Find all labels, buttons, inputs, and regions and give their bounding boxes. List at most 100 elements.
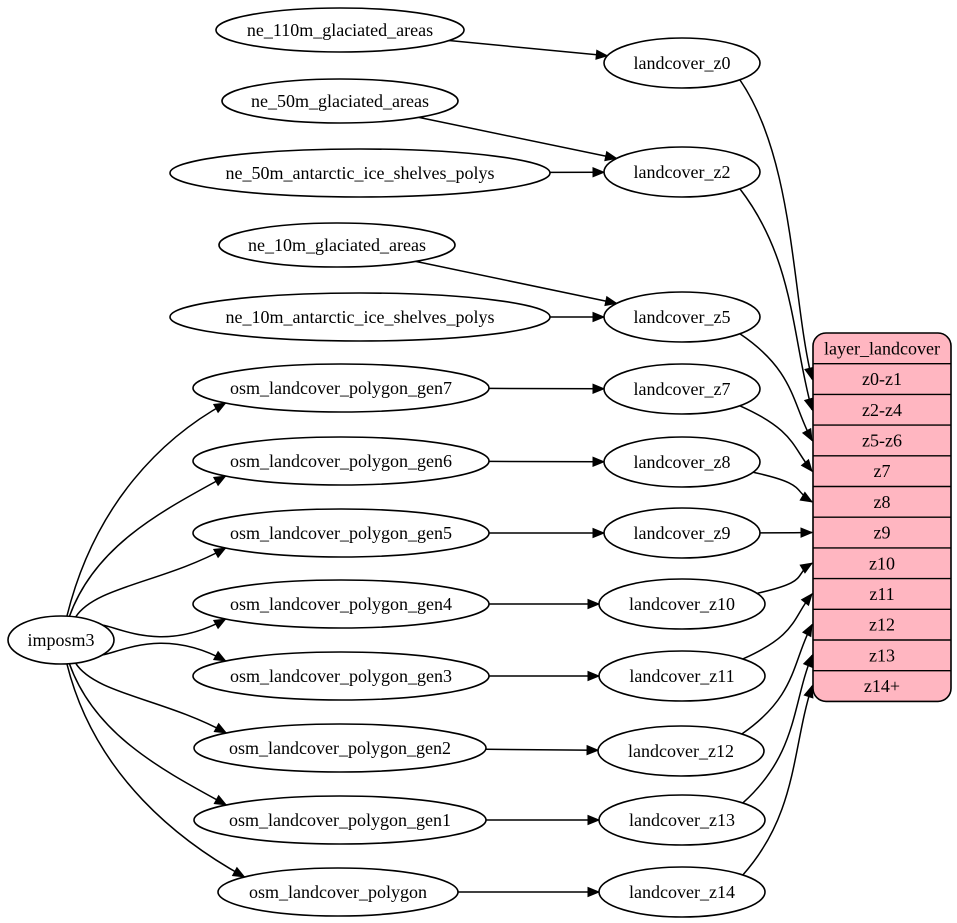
record-row-z9: z9 bbox=[874, 523, 891, 543]
node-landcover_z0: landcover_z0 bbox=[603, 37, 761, 89]
landcover_z13-shape bbox=[598, 794, 766, 846]
landcover_z7-shape bbox=[603, 363, 761, 415]
osm_landcover_polygon_gen7-shape bbox=[192, 363, 490, 413]
record-layer_landcover: layer_landcoverz0-z1z2-z4z5-z6z7z8z9z10z… bbox=[812, 332, 952, 703]
node-osm_landcover_polygon_gen1: osm_landcover_polygon_gen1 bbox=[193, 795, 487, 845]
node-label-landcover_z13: landcover_z13 bbox=[629, 810, 735, 830]
edge-landcover_z9-to-layer_landcover-z9-arrowhead bbox=[800, 527, 814, 538]
edge-landcover_z5-to-layer_landcover-z5-z6 bbox=[739, 333, 813, 441]
node-landcover_z11: landcover_z11 bbox=[598, 650, 766, 702]
edge-ne_10m_glaciated_areas-to-landcover_z5-arrowhead bbox=[604, 295, 618, 307]
record-row-z8: z8 bbox=[874, 492, 891, 512]
edge-landcover_z8-to-layer_landcover-z8-arrowhead bbox=[799, 491, 814, 503]
record-row-z2-z4: z2-z4 bbox=[862, 400, 902, 420]
osm_landcover_polygon_gen3-shape bbox=[192, 651, 490, 701]
node-label-landcover_z9: landcover_z9 bbox=[634, 523, 731, 543]
node-ne_110m_glaciated_areas: ne_110m_glaciated_areas bbox=[215, 7, 465, 53]
edge-landcover_z2-to-layer_landcover-z2-z4 bbox=[739, 188, 813, 410]
node-label-ne_50m_glaciated_areas: ne_50m_glaciated_areas bbox=[251, 91, 429, 111]
edge-imposm3-to-osm_landcover_polygon_gen6-arrowhead bbox=[212, 475, 227, 487]
node-osm_landcover_polygon_gen6: osm_landcover_polygon_gen6 bbox=[192, 436, 490, 486]
edge-ne_50m_glaciated_areas-to-landcover_z2 bbox=[418, 116, 617, 160]
edge-ne_110m_glaciated_areas-to-landcover_z0 bbox=[448, 39, 608, 57]
record-row-z0-z1: z0-z1 bbox=[862, 369, 902, 389]
edge-imposm3-to-osm_landcover_polygon_gen7 bbox=[66, 402, 226, 617]
edge-osm_landcover_polygon_gen6-to-landcover_z8-arrowhead bbox=[592, 456, 606, 467]
node-label-landcover_z7: landcover_z7 bbox=[634, 379, 731, 399]
node-label-osm_landcover_polygon_gen4: osm_landcover_polygon_gen4 bbox=[230, 594, 452, 614]
landcover_z11-shape bbox=[598, 650, 766, 702]
osm_landcover_polygon_gen5-shape bbox=[192, 508, 490, 558]
edge-osm_landcover_polygon_gen4-to-landcover_z10-arrowhead bbox=[587, 598, 601, 610]
ne_10m_antarctic_ice_shelves_polys-shape bbox=[169, 292, 551, 342]
edge-imposm3-to-osm_landcover_polygon_gen4-arrowhead bbox=[212, 618, 227, 630]
ne_50m_antarctic_ice_shelves_polys-shape bbox=[169, 148, 551, 198]
edge-imposm3-to-osm_landcover_polygon_gen7-arrowhead bbox=[212, 402, 227, 414]
landcover_z10-shape bbox=[598, 578, 766, 630]
record-row-z11: z11 bbox=[869, 584, 894, 604]
node-osm_landcover_polygon_gen5: osm_landcover_polygon_gen5 bbox=[192, 508, 490, 558]
node-landcover_z13: landcover_z13 bbox=[598, 794, 766, 846]
osm_landcover_polygon_gen2-shape bbox=[193, 723, 487, 773]
node-label-landcover_z11: landcover_z11 bbox=[629, 666, 734, 686]
edge-landcover_z0-to-layer_landcover-z0-z1 bbox=[739, 79, 813, 380]
landcover_z5-shape bbox=[603, 291, 761, 343]
edge-imposm3-to-osm_landcover_polygon_gen6 bbox=[68, 475, 226, 617]
node-osm_landcover_polygon_gen4: osm_landcover_polygon_gen4 bbox=[192, 579, 490, 629]
node-ne_10m_antarctic_ice_shelves_polys: ne_10m_antarctic_ice_shelves_polys bbox=[169, 292, 551, 342]
edge-ne_10m_glaciated_areas-to-landcover_z5 bbox=[415, 260, 617, 305]
node-label-osm_landcover_polygon: osm_landcover_polygon bbox=[249, 882, 427, 902]
ne_50m_glaciated_areas-shape bbox=[221, 78, 459, 124]
edge-imposm3-to-osm_landcover_polygon_gen1 bbox=[68, 663, 227, 806]
record-row-z12: z12 bbox=[869, 615, 895, 635]
node-ne_50m_glaciated_areas: ne_50m_glaciated_areas bbox=[221, 78, 459, 124]
node-label-landcover_z10: landcover_z10 bbox=[629, 594, 735, 614]
edge-osm_landcover_polygon-to-landcover_z14-arrowhead bbox=[587, 886, 601, 898]
edge-ne_50m_antarctic_ice_shelves_polys-to-landcover_z2-arrowhead bbox=[592, 167, 606, 178]
imposm3-shape bbox=[7, 615, 115, 665]
node-label-landcover_z2: landcover_z2 bbox=[634, 162, 731, 182]
node-label-landcover_z8: landcover_z8 bbox=[634, 452, 731, 472]
node-label-landcover_z5: landcover_z5 bbox=[634, 307, 731, 327]
node-landcover_z14: landcover_z14 bbox=[598, 866, 766, 918]
edge-landcover_z5-to-layer_landcover-z5-z6-arrowhead bbox=[801, 427, 813, 442]
edge-imposm3-to-osm_landcover_polygon_gen2-arrowhead bbox=[213, 722, 228, 734]
node-label-osm_landcover_polygon_gen1: osm_landcover_polygon_gen1 bbox=[229, 810, 451, 830]
node-label-landcover_z0: landcover_z0 bbox=[634, 53, 731, 73]
node-landcover_z10: landcover_z10 bbox=[598, 578, 766, 630]
record-row-z10: z10 bbox=[869, 553, 895, 573]
edge-osm_landcover_polygon_gen5-to-landcover_z9-arrowhead bbox=[592, 527, 606, 539]
edge-osm_landcover_polygon_gen2-to-landcover_z12-arrowhead bbox=[586, 744, 600, 756]
edge-landcover_z2-to-layer_landcover-z2-z4-arrowhead bbox=[803, 397, 814, 412]
landcover_z12-shape bbox=[597, 725, 765, 777]
edge-landcover_z14-to-layer_landcover-z14+ bbox=[742, 685, 813, 876]
edge-osm_landcover_polygon_gen1-to-landcover_z13-arrowhead bbox=[587, 814, 601, 826]
record-row-z14+: z14+ bbox=[864, 676, 900, 696]
node-landcover_z2: landcover_z2 bbox=[603, 146, 761, 198]
edge-landcover_z11-to-layer_landcover-z11-arrowhead bbox=[800, 592, 813, 607]
edge-imposm3-to-osm_landcover_polygon_gen4 bbox=[102, 618, 226, 638]
node-osm_landcover_polygon: osm_landcover_polygon bbox=[217, 867, 459, 917]
edge-landcover_z7-to-layer_landcover-z7-arrowhead bbox=[800, 458, 813, 473]
edge-landcover_z12-to-layer_landcover-z12 bbox=[741, 624, 813, 735]
osm_landcover_polygon_gen6-shape bbox=[192, 436, 490, 486]
landcover_z2-shape bbox=[603, 146, 761, 198]
node-landcover_z7: landcover_z7 bbox=[603, 363, 761, 415]
node-label-osm_landcover_polygon_gen5: osm_landcover_polygon_gen5 bbox=[230, 523, 452, 543]
node-label-osm_landcover_polygon_gen7: osm_landcover_polygon_gen7 bbox=[230, 378, 452, 398]
landcover_z0-shape bbox=[603, 37, 761, 89]
node-imposm3: imposm3 bbox=[7, 615, 115, 665]
edge-landcover_z13-to-layer_landcover-z13 bbox=[742, 655, 813, 804]
node-landcover_z5: landcover_z5 bbox=[603, 291, 761, 343]
osm_landcover_polygon-shape bbox=[217, 867, 459, 917]
edge-landcover_z14-to-layer_landcover-z14+-arrowhead bbox=[803, 684, 814, 699]
record-header: layer_landcover bbox=[824, 338, 940, 358]
node-label-imposm3: imposm3 bbox=[27, 630, 94, 650]
edge-imposm3-to-osm_landcover_polygon_gen5-arrowhead bbox=[212, 547, 227, 559]
edge-osm_landcover_polygon_gen2-to-landcover_z12 bbox=[485, 748, 599, 752]
edge-imposm3-to-osm_landcover_polygon-arrowhead bbox=[231, 866, 246, 878]
node-label-osm_landcover_polygon_gen2: osm_landcover_polygon_gen2 bbox=[229, 738, 451, 758]
edge-ne_110m_glaciated_areas-to-landcover_z0-arrowhead bbox=[595, 49, 609, 60]
